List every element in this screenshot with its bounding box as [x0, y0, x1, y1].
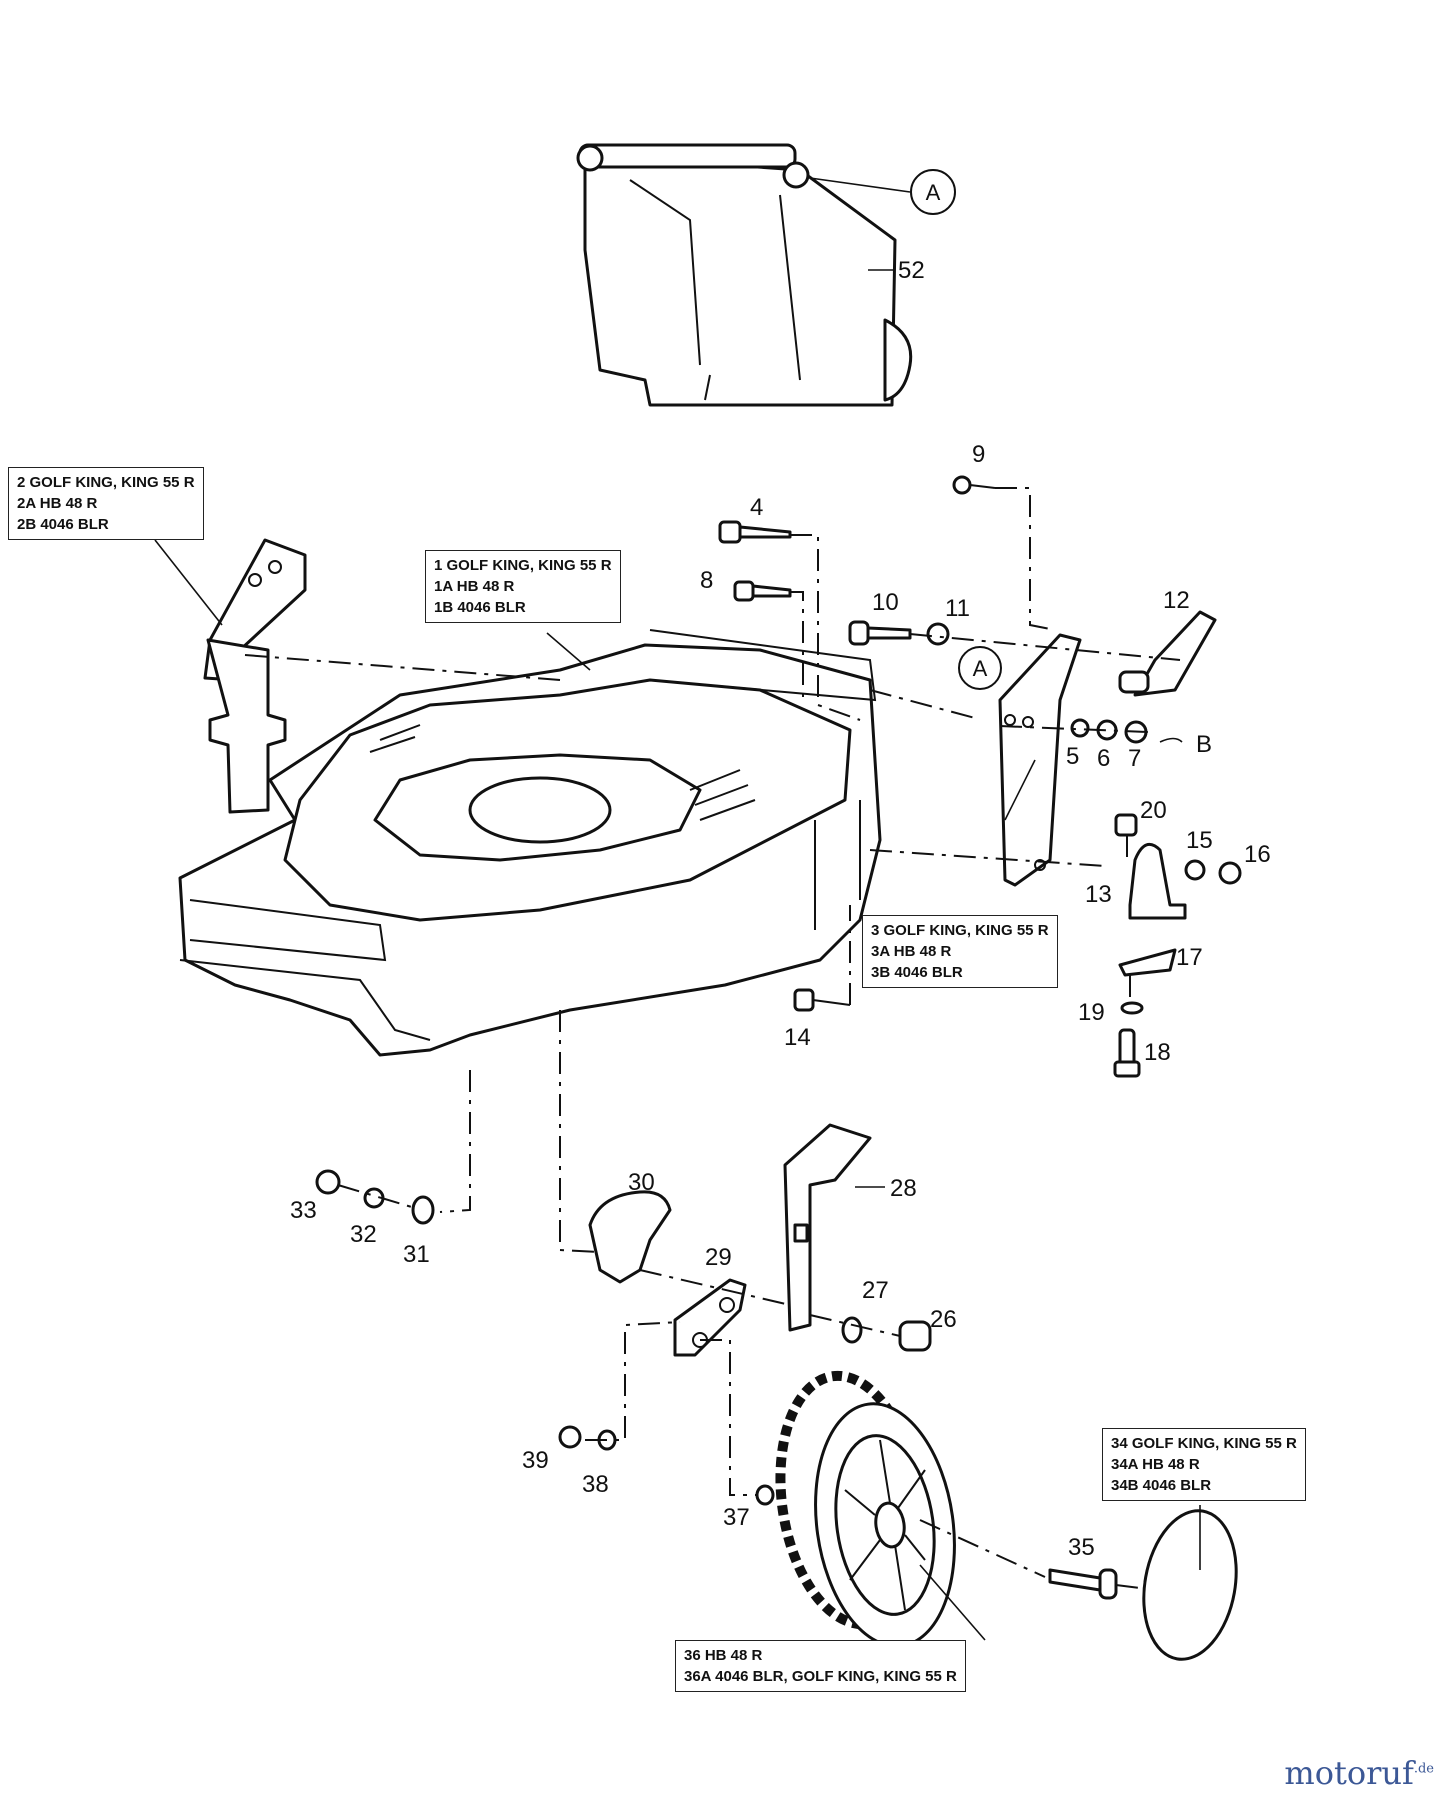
- callout-35: 35: [1068, 1534, 1095, 1561]
- callout-26: 26: [930, 1306, 957, 1333]
- legend-line: 2 GOLF KING, KING 55 R: [17, 474, 195, 491]
- leader-box3: [1004, 759, 1036, 821]
- callout-30: 30: [628, 1169, 655, 1196]
- wheel-part: [775, 1370, 956, 1648]
- callout-18: 18: [1144, 1039, 1171, 1066]
- leader-box2: [154, 539, 223, 626]
- callout-14: 14: [784, 1024, 811, 1051]
- reference-marker-a-2: [958, 646, 1002, 690]
- callout-b: B: [1196, 731, 1212, 758]
- callout-5: 5: [1066, 743, 1079, 770]
- callout-33: 33: [290, 1197, 317, 1224]
- callout-19: 19: [1078, 999, 1105, 1026]
- legend-box-3: 3 GOLF KING, KING 55 R 3A HB 48 R 3B 404…: [862, 915, 1058, 988]
- legend-line: 34 GOLF KING, KING 55 R: [1111, 1435, 1297, 1452]
- wheel-arm-28: [783, 1123, 872, 1332]
- mount-plate-30: [588, 1190, 672, 1284]
- legend-line: 2A HB 48 R: [17, 495, 98, 512]
- left-handle-bracket-part: [203, 538, 307, 814]
- callout-17: 17: [1176, 944, 1203, 971]
- axle-bolt-35: [1048, 1568, 1118, 1600]
- callout-9: 9: [972, 441, 985, 468]
- callout-6: 6: [1097, 745, 1110, 772]
- legend-line: 2B 4046 BLR: [17, 516, 109, 533]
- legend-line: 1 GOLF KING, KING 55 R: [434, 557, 612, 574]
- callout-20: 20: [1140, 797, 1167, 824]
- legend-line: 1B 4046 BLR: [434, 599, 526, 616]
- washer-bolt-26-27: [841, 1316, 932, 1352]
- callout-12: 12: [1163, 587, 1190, 614]
- callout-10: 10: [872, 589, 899, 616]
- adjuster-parts-13-20: [1113, 813, 1242, 1078]
- legend-line: 36A 4046 BLR, GOLF KING, KING 55 R: [684, 1668, 957, 1685]
- bolt-8: [733, 580, 792, 602]
- legend-box-34: 34 GOLF KING, KING 55 R 34A HB 48 R 34B …: [1102, 1428, 1306, 1501]
- watermark-brand: motoruf: [1284, 1754, 1414, 1792]
- bolt-4: [718, 520, 792, 544]
- watermark-suffix: .de: [1413, 1761, 1434, 1777]
- mower-deck-part: [178, 629, 882, 1057]
- legend-line: 3A HB 48 R: [871, 943, 952, 960]
- callout-28: 28: [890, 1175, 917, 1202]
- height-lever-part: [1118, 610, 1217, 697]
- callout-8: 8: [700, 567, 713, 594]
- leader-box36: [919, 1564, 986, 1641]
- callout-15: 15: [1186, 827, 1213, 854]
- callout-27: 27: [862, 1277, 889, 1304]
- callout-38: 38: [582, 1471, 609, 1498]
- legend-line: 3B 4046 BLR: [871, 964, 963, 981]
- nut-11: [926, 622, 950, 646]
- legend-line: 1A HB 48 R: [434, 578, 515, 595]
- legend-line: 3 GOLF KING, KING 55 R: [871, 922, 1049, 939]
- bolt-10: [848, 620, 912, 646]
- callout-32: 32: [350, 1221, 377, 1248]
- bolt-14: [793, 988, 851, 1012]
- right-handle-bracket-part: [998, 633, 1082, 887]
- marker-a2-label: A: [973, 656, 988, 681]
- leader-b: [1159, 737, 1183, 743]
- legend-line: 34A HB 48 R: [1111, 1456, 1200, 1473]
- nut-washer-37-39: [558, 1425, 775, 1506]
- callout-4: 4: [750, 494, 763, 521]
- callout-16: 16: [1244, 841, 1271, 868]
- legend-box-1: 1 GOLF KING, KING 55 R 1A HB 48 R 1B 404…: [425, 550, 621, 623]
- grass-catcher-part: [576, 143, 913, 407]
- callout-13: 13: [1085, 881, 1112, 908]
- hub-cap-34: [1142, 1509, 1238, 1661]
- callout-39: 39: [522, 1447, 549, 1474]
- legend-line: 36 HB 48 R: [684, 1647, 763, 1664]
- callout-37: 37: [723, 1504, 750, 1531]
- callout-11: 11: [945, 595, 970, 622]
- bolt-9: [952, 475, 996, 495]
- legend-box-2: 2 GOLF KING, KING 55 R 2A HB 48 R 2B 404…: [8, 467, 204, 540]
- callout-31: 31: [403, 1241, 430, 1268]
- legend-box-36: 36 HB 48 R 36A 4046 BLR, GOLF KING, KING…: [675, 1640, 966, 1692]
- plate-29: [673, 1278, 747, 1357]
- legend-line: 34B 4046 BLR: [1111, 1477, 1212, 1494]
- callout-52: 52: [898, 257, 925, 284]
- reference-marker-a: [910, 169, 956, 215]
- site-watermark: motoruf.de: [1284, 1754, 1434, 1792]
- marker-a-label: A: [926, 180, 941, 205]
- callout-29: 29: [705, 1244, 732, 1271]
- assembly-lines: [244, 487, 1181, 1589]
- nut-washer-31-33: [315, 1169, 435, 1225]
- callout-7: 7: [1128, 745, 1141, 772]
- leader-box1: [546, 632, 591, 671]
